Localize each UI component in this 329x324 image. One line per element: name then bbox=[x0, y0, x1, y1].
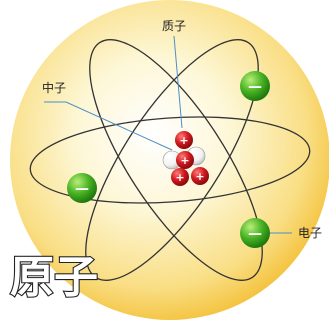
electron-sign: — bbox=[248, 79, 262, 95]
proton-sign: + bbox=[195, 170, 204, 183]
nucleus: + + + + bbox=[162, 131, 209, 186]
neutron-label: 中子 bbox=[42, 80, 66, 95]
leader-line-neutron bbox=[44, 101, 173, 151]
electron-particle bbox=[240, 218, 270, 248]
proton-sign: + bbox=[179, 134, 188, 147]
orbit-diagonal-a bbox=[85, 39, 259, 281]
electron-sign: — bbox=[248, 226, 262, 242]
electron-label: 电子 bbox=[298, 226, 322, 240]
proton-particle bbox=[176, 151, 194, 169]
proton-particle bbox=[175, 131, 193, 149]
electron-sign: — bbox=[75, 181, 89, 197]
orbits bbox=[29, 39, 311, 281]
orbit-diagonal-b bbox=[89, 39, 263, 281]
electron-particle bbox=[240, 71, 270, 101]
electrons: — — — bbox=[67, 71, 270, 248]
proton-sign: + bbox=[180, 154, 189, 167]
proton-label: 质子 bbox=[162, 19, 186, 33]
page-title: 原子 bbox=[10, 252, 98, 303]
orbit-horizontal bbox=[29, 116, 311, 204]
electron-particle bbox=[67, 173, 97, 203]
proton-particle bbox=[191, 167, 209, 185]
proton-sign: + bbox=[175, 171, 184, 184]
proton-particle bbox=[171, 168, 189, 186]
leader-line-proton bbox=[173, 35, 183, 129]
